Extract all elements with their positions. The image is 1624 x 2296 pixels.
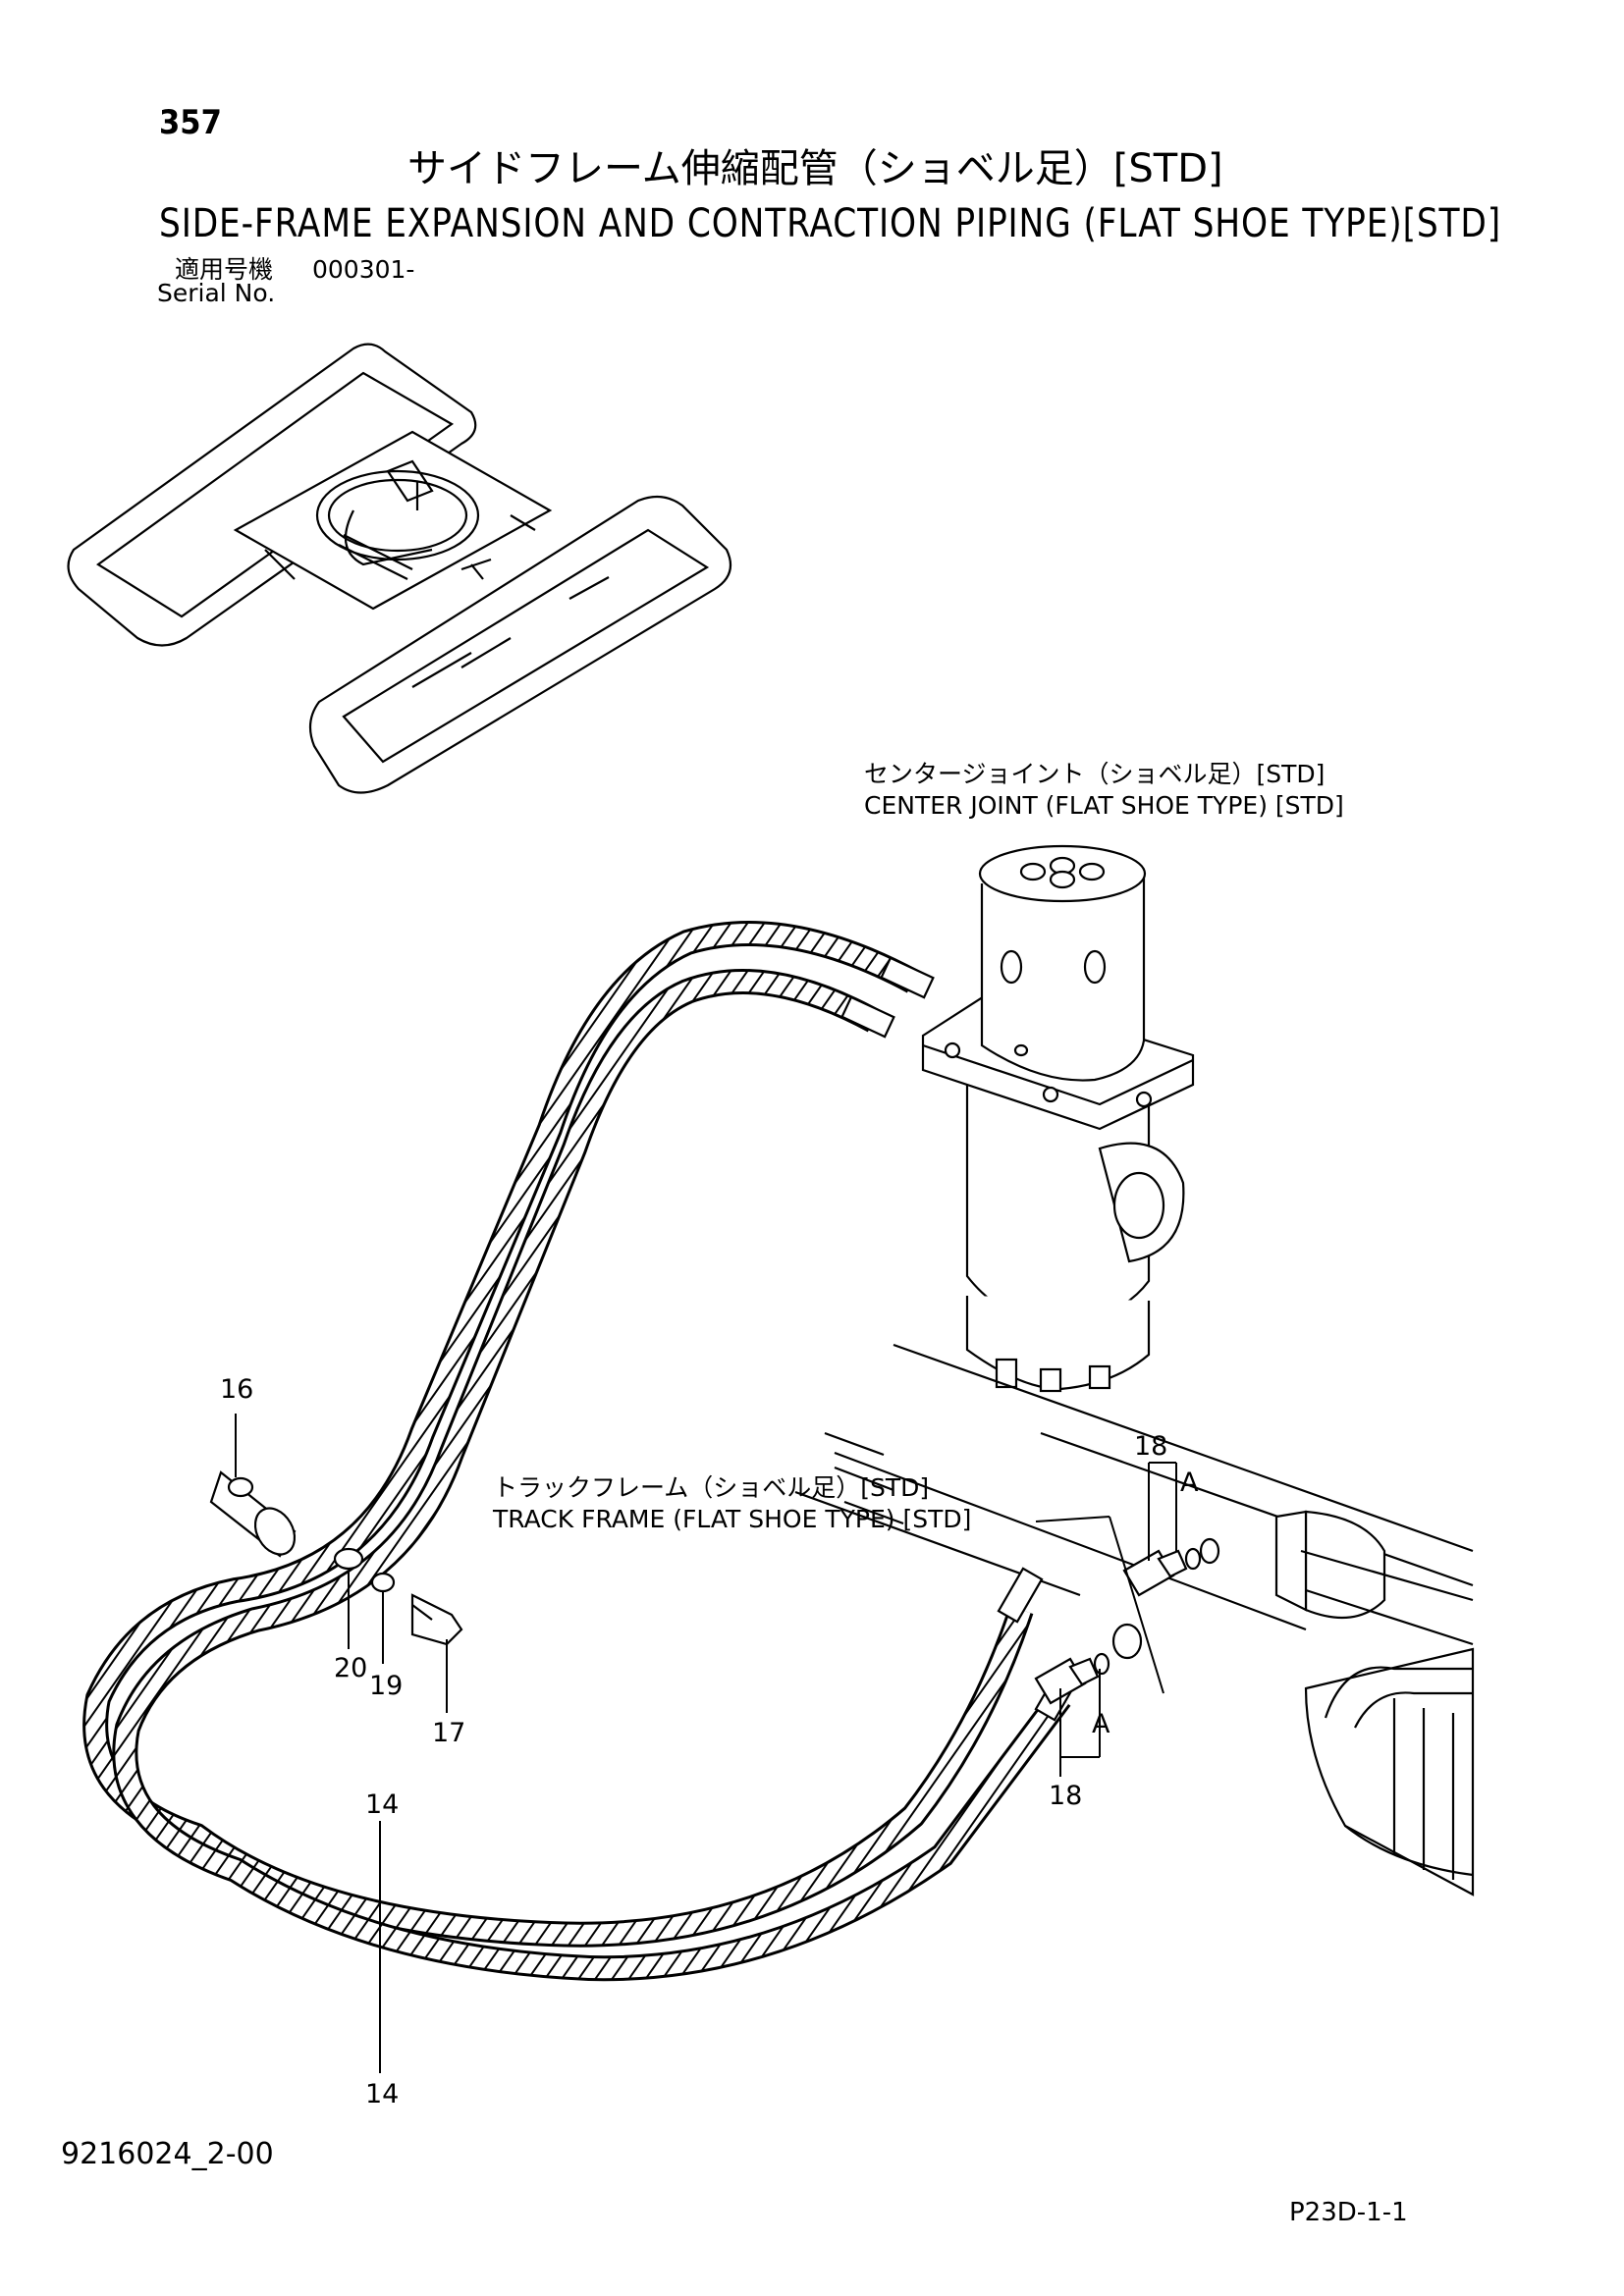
- callout-14-upper: 14: [365, 1789, 400, 1820]
- center-joint-illustration: [893, 844, 1474, 1587]
- washer-20-shape: [333, 1547, 364, 1571]
- center-joint-label-english: CENTER JOINT (FLAT SHOE TYPE) [STD]: [864, 791, 1344, 820]
- callout-16: 16: [220, 1374, 254, 1405]
- undercarriage-overview-illustration: [67, 343, 732, 794]
- lock-washer-19-shape: [370, 1572, 396, 1593]
- serial-label-english: Serial No.: [157, 279, 276, 307]
- bolt-17-shape: [410, 1593, 463, 1646]
- clamp-assembly: [209, 1470, 463, 1646]
- callout-18-lower: 18: [1049, 1781, 1083, 1811]
- track-frame-label-japanese: トラックフレーム（ショベル足）[STD]: [493, 1473, 930, 1502]
- track-frame-label-english: TRACK FRAME (FLAT SHOE TYPE) [STD]: [493, 1505, 972, 1533]
- callout-18-upper: 18: [1134, 1431, 1168, 1462]
- serial-number-value: 000301-: [312, 255, 415, 284]
- page-title-english: SIDE-FRAME EXPANSION AND CONTRACTION PIP…: [159, 201, 1502, 246]
- adapter-fittings: [1034, 1537, 1220, 1705]
- page-code: P23D-1-1: [1289, 2198, 1408, 2227]
- track-frame-illustration: [794, 1431, 1475, 1896]
- callout-a-lower: A: [1092, 1709, 1110, 1739]
- serial-label-japanese: 適用号機: [175, 255, 274, 284]
- leader-lines: [235, 1414, 1177, 2073]
- center-joint-label-japanese: センタージョイント（ショベル足）[STD]: [864, 760, 1326, 788]
- document-code: 9216024_2-00: [61, 2137, 274, 2171]
- callout-20: 20: [334, 1653, 368, 1683]
- callout-19: 19: [369, 1671, 404, 1701]
- callout-a-upper: A: [1180, 1468, 1199, 1498]
- callout-14-lower: 14: [365, 2079, 400, 2109]
- hose-assemblies: [82, 921, 1071, 1982]
- page-title-japanese: サイドフレーム伸縮配管（ショベル足）[STD]: [407, 146, 1223, 191]
- page-number: 357: [159, 103, 222, 142]
- callout-17: 17: [432, 1718, 466, 1748]
